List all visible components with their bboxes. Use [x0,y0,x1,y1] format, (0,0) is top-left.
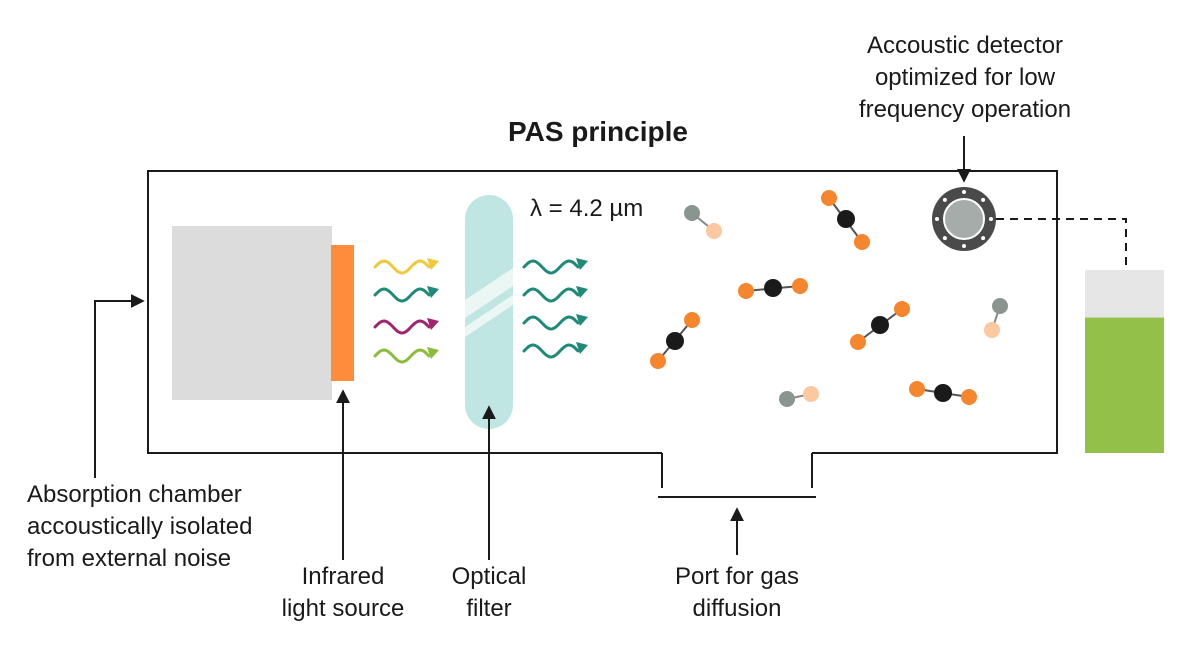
chamber-leader [94,294,145,478]
source-label-line-2: light source [281,595,405,622]
gas-molecules [650,190,1008,407]
light-wave-icon [373,347,439,364]
gas-molecule-icon [984,298,1008,338]
filter-label-line-2: filter [466,595,512,622]
wavelength-label: λ = 4.2 µm [530,195,644,222]
port-label-line-1: Port for gas [674,563,800,590]
co2-molecule-icon [909,381,977,405]
port-label-line-2: diffusion [692,595,782,622]
detector-label: Accoustic detector optimized for low fre… [840,30,1090,126]
absorption-chamber [147,170,1058,454]
filter-label-line-1: Optical [451,563,527,590]
diagram-title: PAS principle [508,116,688,147]
port-label: Port for gas diffusion [652,561,822,625]
light-wave-icon [373,258,439,275]
co2-molecule-icon [738,278,808,299]
co2-molecule-icon [650,312,700,369]
light-wave-icon [522,342,588,359]
light-wave-icon [373,286,439,303]
incoming-waves [373,258,439,364]
light-wave-icon [522,258,588,275]
detector-label-line-1: Accoustic detector [866,32,1064,59]
filter-label: Optical filter [429,561,549,625]
chamber-label-line-2: accoustically isolated [27,513,253,540]
chamber-label: Absorption chamber accoustically isolate… [27,479,252,575]
signal-line [996,218,1127,270]
light-source-emitter [331,245,354,381]
source-label: Infrared light source [263,561,423,625]
filtered-waves [522,258,588,359]
chamber-label-line-1: Absorption chamber [27,481,242,508]
chamber-label-line-3: from external noise [27,545,232,572]
light-wave-icon [373,318,439,335]
co2-molecule-icon [821,190,870,250]
gas-molecule-icon [779,386,819,407]
light-source-body [172,226,332,400]
detector-label-line-3: frequency operation [858,96,1072,123]
signal-meter-icon [1085,270,1164,453]
optical-filter [465,195,513,429]
source-label-line-1: Infrared [301,563,385,590]
co2-molecule-icon [850,301,910,350]
detector-label-line-2: optimized for low [874,64,1056,91]
light-wave-icon [522,314,588,331]
gas-molecule-icon [684,205,722,239]
light-wave-icon [522,286,588,303]
acoustic-detector-icon [932,187,996,251]
